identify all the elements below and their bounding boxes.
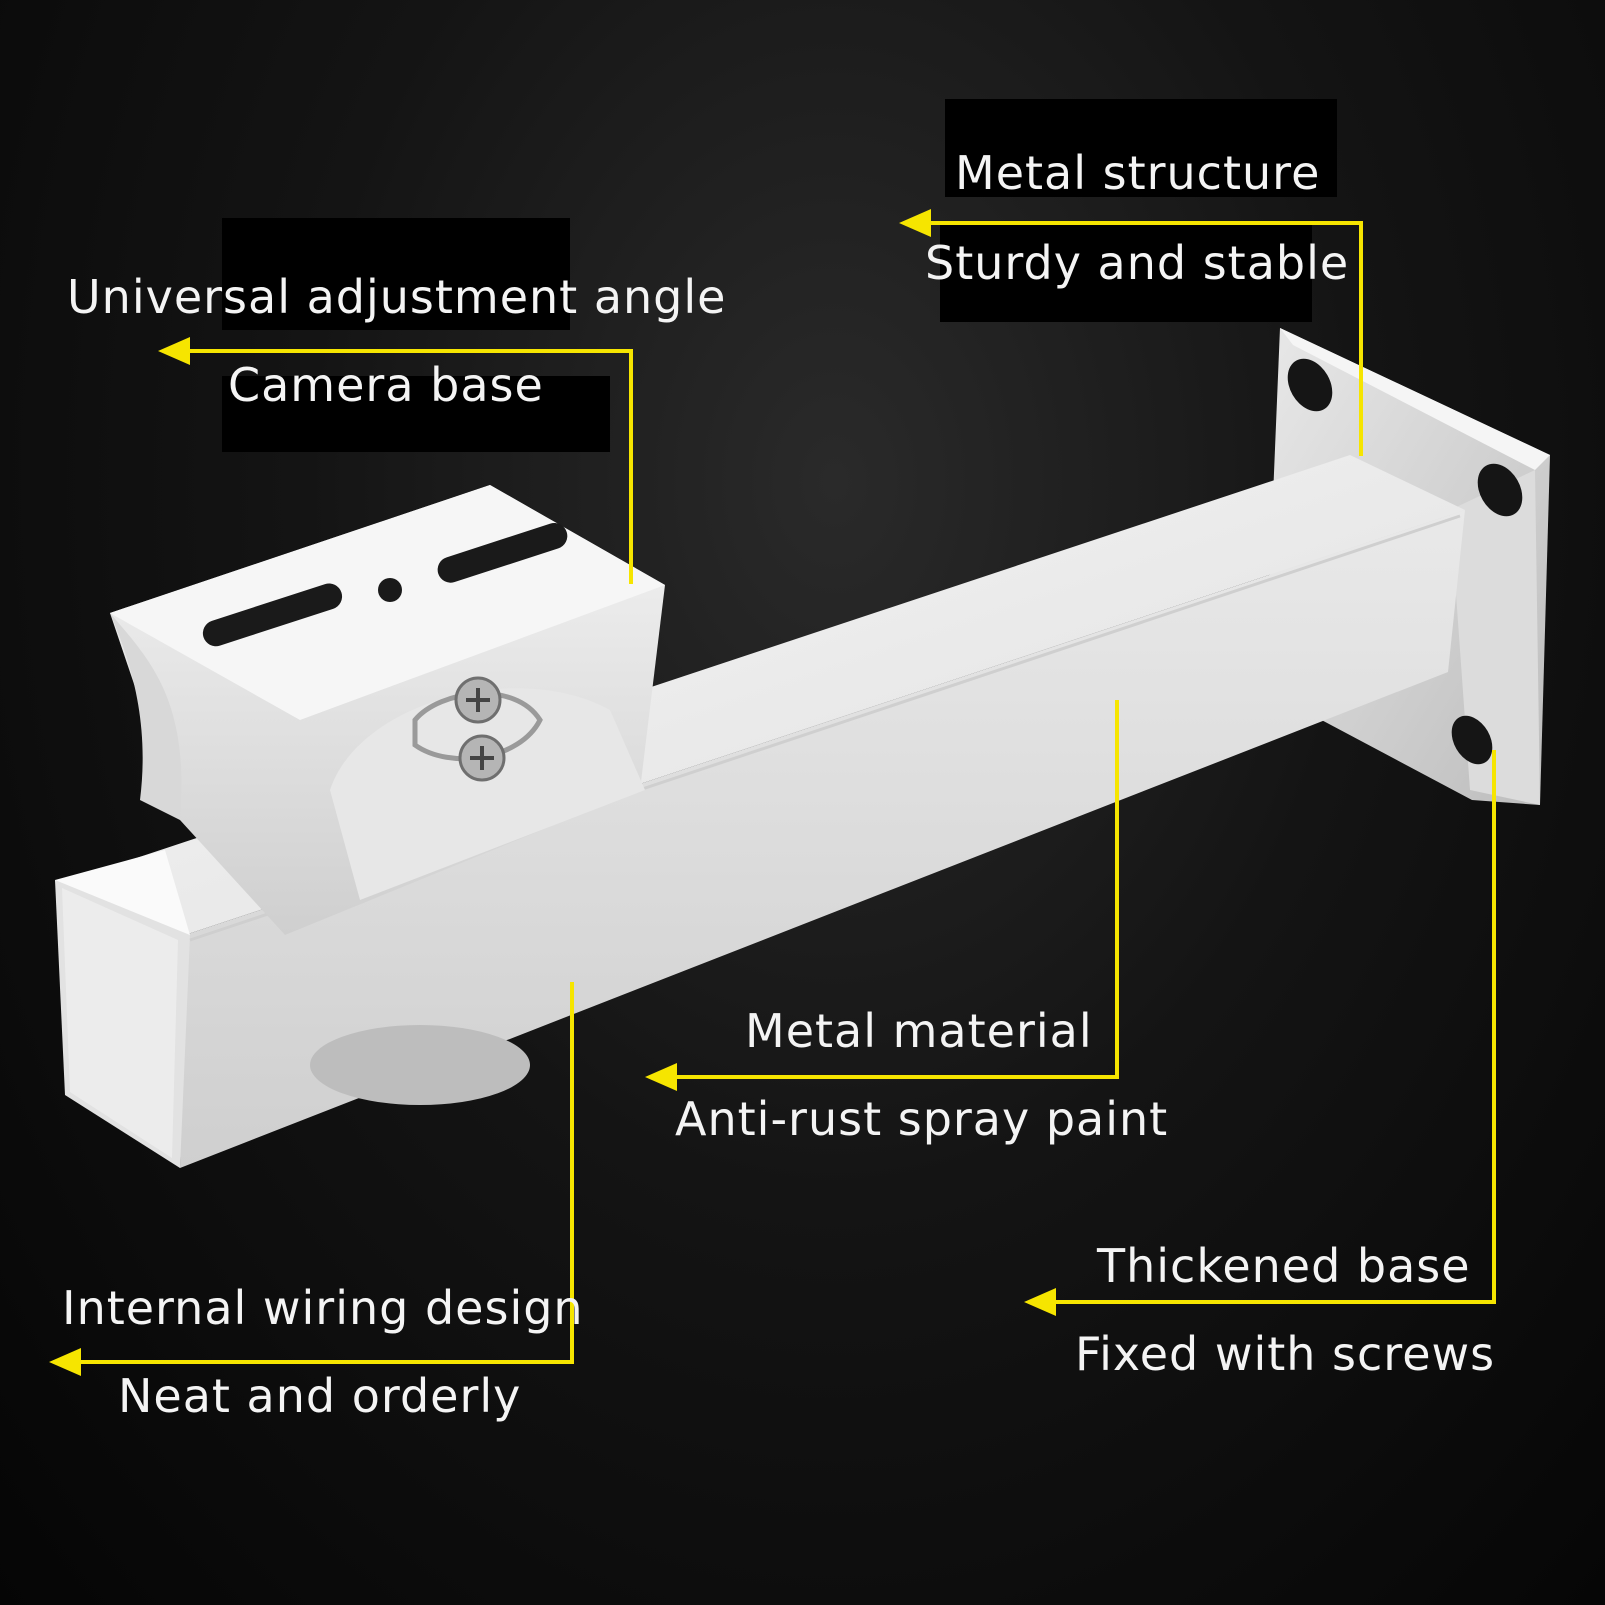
callout-title-material: Metal material <box>745 1004 1093 1058</box>
callout-title-structure: Metal structure <box>955 146 1321 200</box>
leader-line-structure-horizontal <box>928 221 1363 225</box>
leader-line-wiring-vertical <box>570 982 574 1364</box>
leader-line-adjustment-horizontal <box>185 349 633 353</box>
pivot-screw-top <box>454 676 502 724</box>
leader-line-base-horizontal <box>1052 1300 1496 1304</box>
arrow-left-icon <box>645 1063 677 1091</box>
leader-line-material-vertical <box>1115 700 1119 1079</box>
label-backdrop-sturdy <box>940 224 1312 322</box>
leader-line-wiring-horizontal <box>78 1360 574 1364</box>
label-backdrop-structure <box>945 99 1337 197</box>
leader-line-base-vertical <box>1492 750 1496 1304</box>
callout-title-wiring: Internal wiring design <box>62 1281 584 1335</box>
leader-line-material-horizontal <box>672 1075 1119 1079</box>
arrow-left-icon <box>158 337 190 365</box>
leader-line-adjustment-vertical <box>629 349 633 584</box>
callout-subtitle-base: Fixed with screws <box>1075 1327 1496 1381</box>
camera-mount-saddle <box>110 485 665 935</box>
label-backdrop-camera-base <box>222 376 610 452</box>
leader-line-structure-vertical <box>1359 221 1363 456</box>
callout-subtitle-material: Anti-rust spray paint <box>675 1092 1169 1146</box>
callout-subtitle-adjustment: Camera base <box>228 358 544 412</box>
arrow-left-icon <box>899 209 931 237</box>
pivot-screw-bottom <box>458 734 506 782</box>
callout-subtitle-structure: Sturdy and stable <box>925 236 1350 290</box>
callout-subtitle-wiring: Neat and orderly <box>118 1369 522 1423</box>
callout-title-base: Thickened base <box>1097 1239 1471 1293</box>
callout-title-adjustment: Universal adjustment angle <box>67 270 727 324</box>
label-backdrop-adjustment <box>222 218 570 330</box>
arrow-left-icon <box>49 1348 81 1376</box>
arrow-left-icon <box>1024 1288 1056 1316</box>
